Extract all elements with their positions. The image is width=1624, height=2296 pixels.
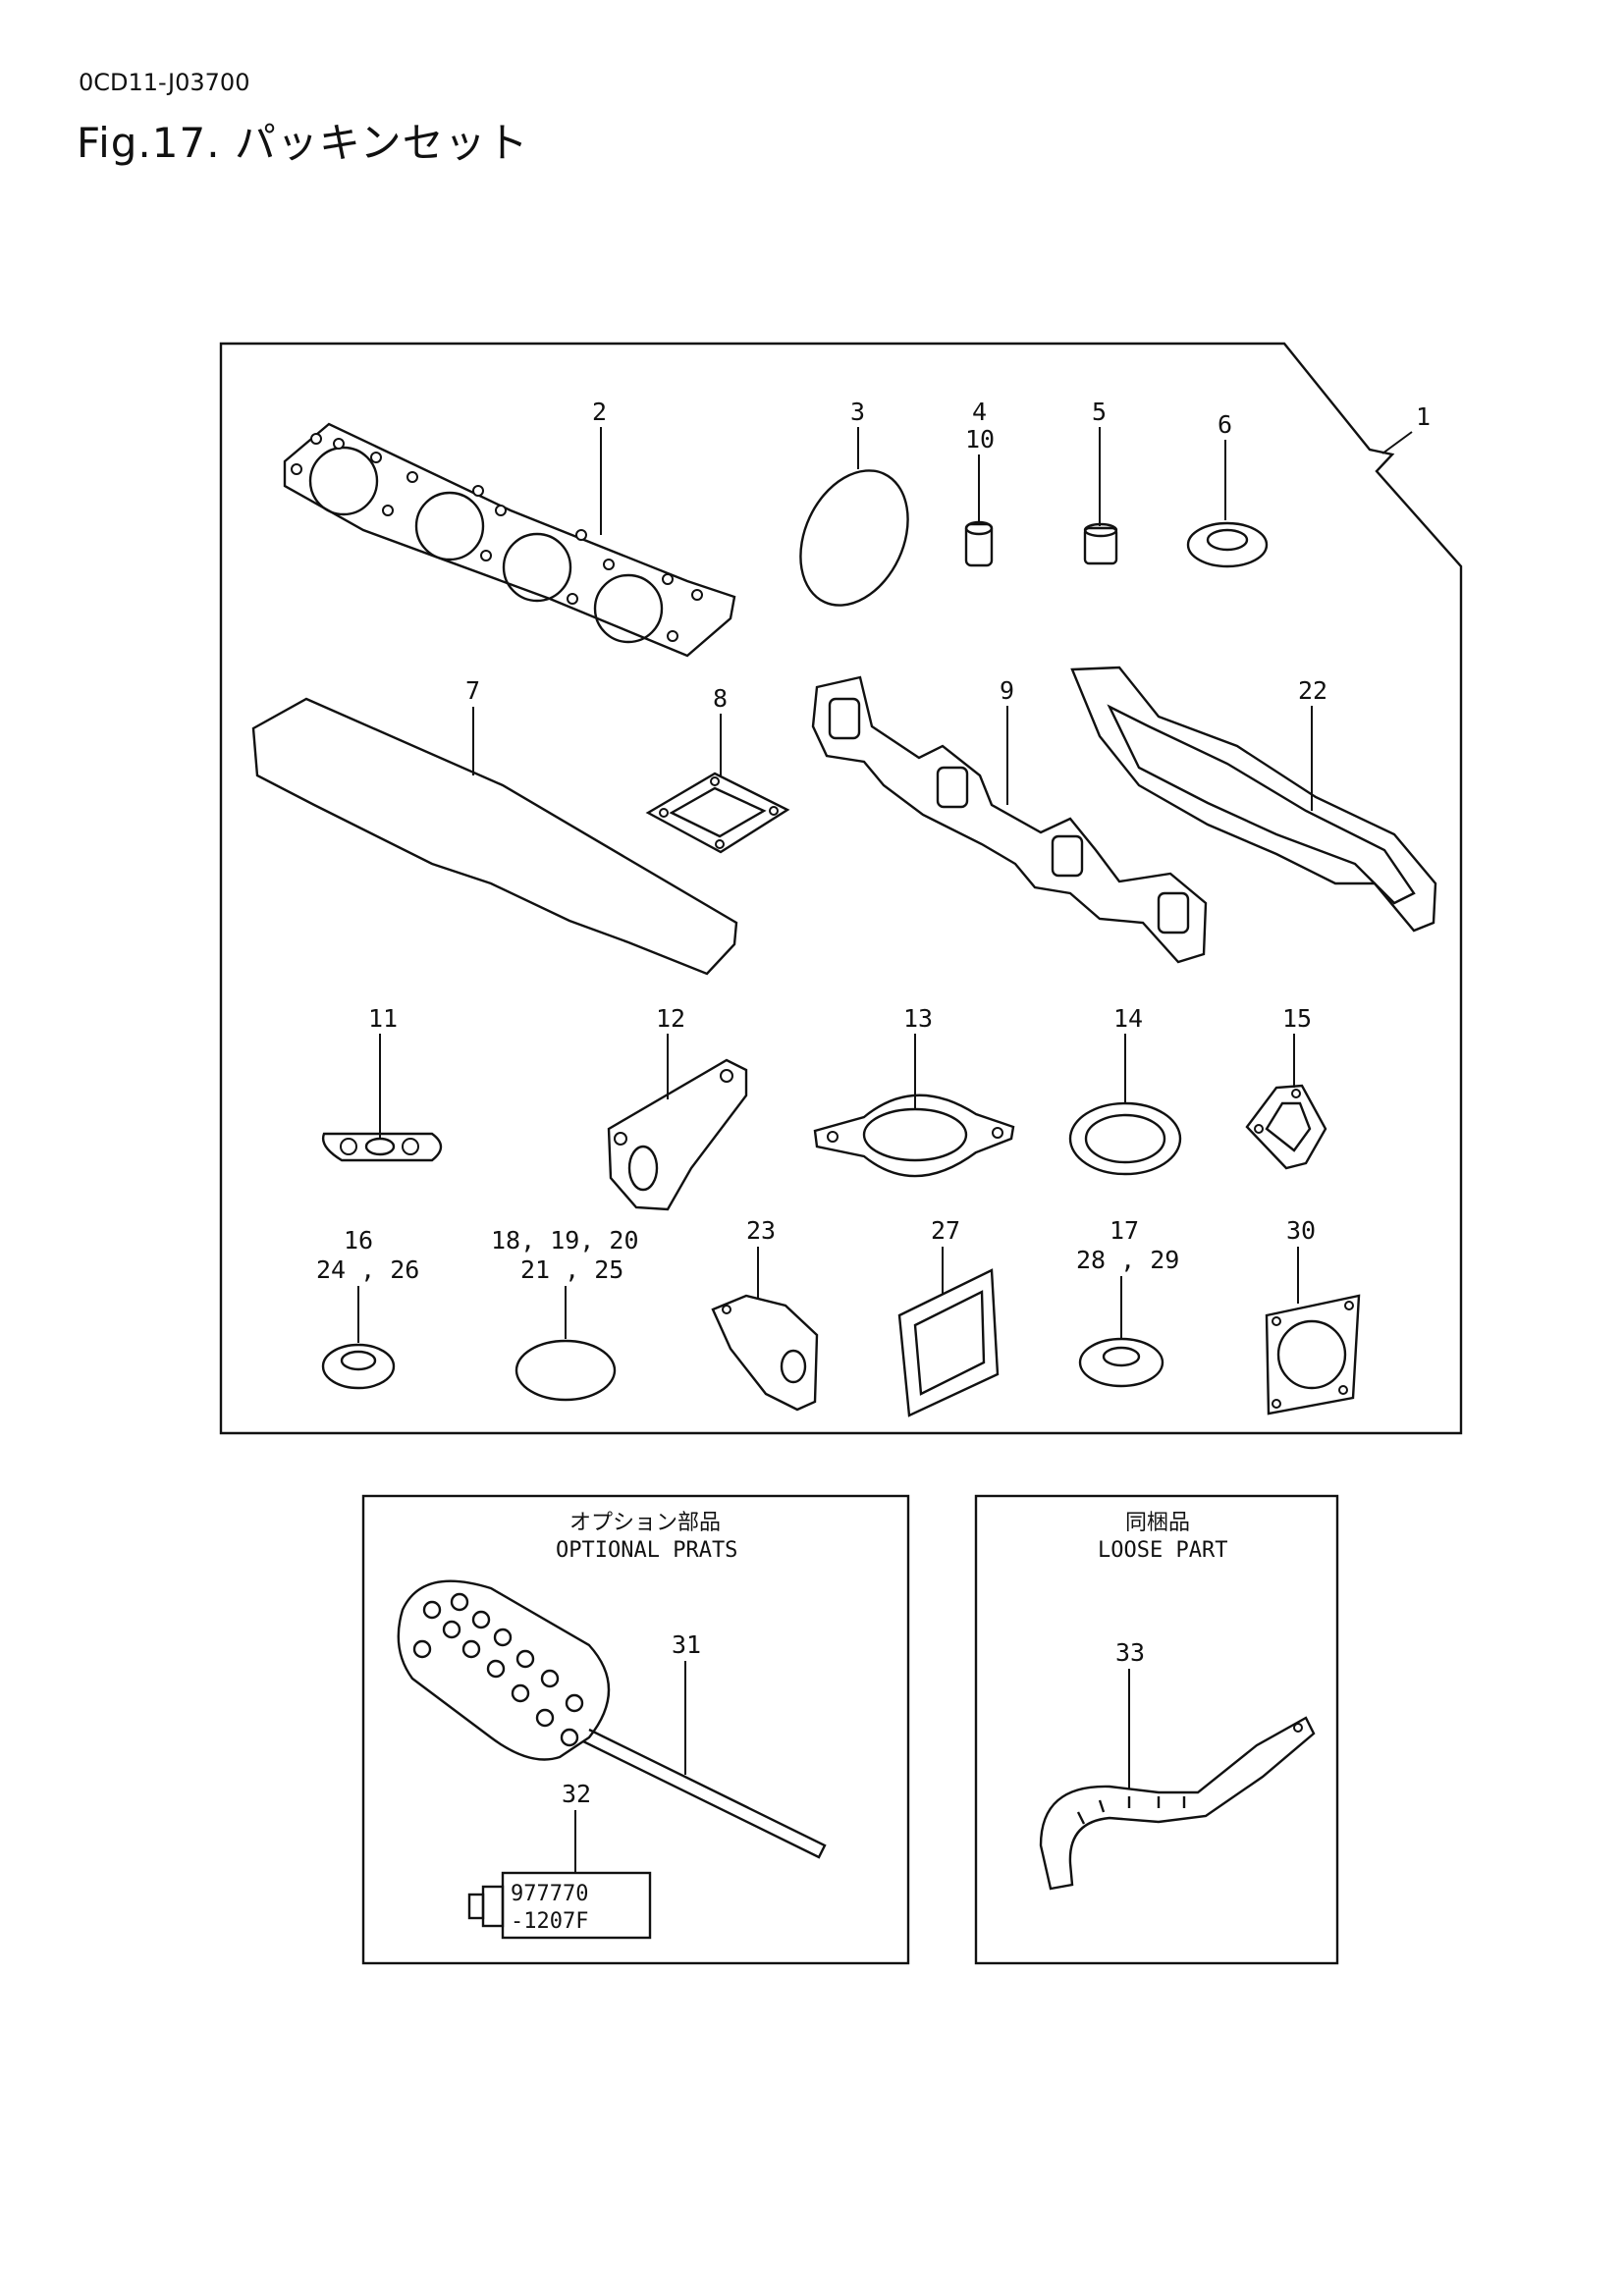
intake-manifold-gasket	[1070, 666, 1437, 933]
callout-8: 8	[713, 684, 728, 713]
figure-title: Fig.17. パッキンセット	[77, 119, 529, 167]
callout-9: 9	[1000, 676, 1014, 705]
sealant-tube: 977770 -1207F	[467, 1871, 652, 1940]
hook-spanner	[1039, 1716, 1316, 1891]
callout-24-26: 24 , 26	[316, 1255, 419, 1284]
loose-title-jp: 同梱品	[1125, 1511, 1190, 1535]
callout-3: 3	[850, 398, 865, 426]
callout-7: 7	[465, 676, 480, 705]
o-ring-large	[799, 469, 909, 607]
square-gasket-8	[645, 772, 790, 854]
callout-16: 16	[344, 1226, 373, 1255]
main-group-frame	[219, 342, 1463, 1435]
cover-gasket-23	[711, 1294, 819, 1412]
washer-seal-17	[1078, 1337, 1164, 1388]
cover-gasket-27	[897, 1268, 1000, 1417]
thermostat-gasket-15	[1245, 1084, 1327, 1170]
callout-21-25: 21 , 25	[520, 1255, 623, 1284]
callout-2: 2	[592, 398, 607, 426]
callout-27: 27	[931, 1216, 960, 1245]
callout-31: 31	[672, 1630, 701, 1659]
washer-seal-6	[1186, 521, 1269, 568]
ring-gasket-14	[1068, 1101, 1182, 1176]
callout-18-19-20: 18, 19, 20	[491, 1226, 639, 1255]
optional-title-jp: オプション部品	[569, 1511, 721, 1535]
callout-28-29: 28 , 29	[1076, 1246, 1179, 1274]
callout-10: 10	[965, 425, 995, 454]
bracket-gasket-12	[607, 1058, 748, 1211]
callout-33: 33	[1115, 1638, 1145, 1667]
cylinder-head-gasket	[283, 422, 736, 658]
tube-text-2: -1207F	[511, 1909, 588, 1934]
callout-5: 5	[1092, 398, 1107, 426]
callout-32: 32	[562, 1780, 591, 1808]
optional-title-en: OPTIONAL PRATS	[556, 1538, 737, 1563]
optional-parts-frame	[361, 1494, 910, 1965]
tube-text-1: 977770	[511, 1882, 588, 1906]
loose-part-frame	[974, 1494, 1339, 1965]
cylinder-brush	[397, 1579, 827, 1859]
callout-17: 17	[1110, 1216, 1139, 1245]
callout-1: 1	[1416, 402, 1431, 431]
oil-pipe-gasket	[321, 1132, 443, 1162]
washer-seal-16	[321, 1343, 396, 1390]
o-ring-small	[514, 1339, 617, 1402]
callout-23: 23	[746, 1216, 776, 1245]
document-code: 0CD11-J03700	[79, 69, 250, 96]
square-gasket-30	[1265, 1294, 1361, 1415]
callout-6: 6	[1218, 410, 1232, 439]
valve-stem-seal	[964, 520, 994, 567]
callout-22: 22	[1298, 676, 1327, 705]
callout-15: 15	[1282, 1004, 1312, 1033]
callout-30: 30	[1286, 1216, 1316, 1245]
cap-seal	[1083, 522, 1118, 565]
head-cover-gasket	[251, 697, 738, 976]
callout-13: 13	[903, 1004, 933, 1033]
exhaust-manifold-gasket	[811, 675, 1208, 964]
callout-14: 14	[1113, 1004, 1143, 1033]
callout-4: 4	[972, 398, 987, 426]
callout-11: 11	[368, 1004, 398, 1033]
callout-12: 12	[656, 1004, 685, 1033]
loose-title-en: LOOSE PART	[1098, 1538, 1227, 1563]
